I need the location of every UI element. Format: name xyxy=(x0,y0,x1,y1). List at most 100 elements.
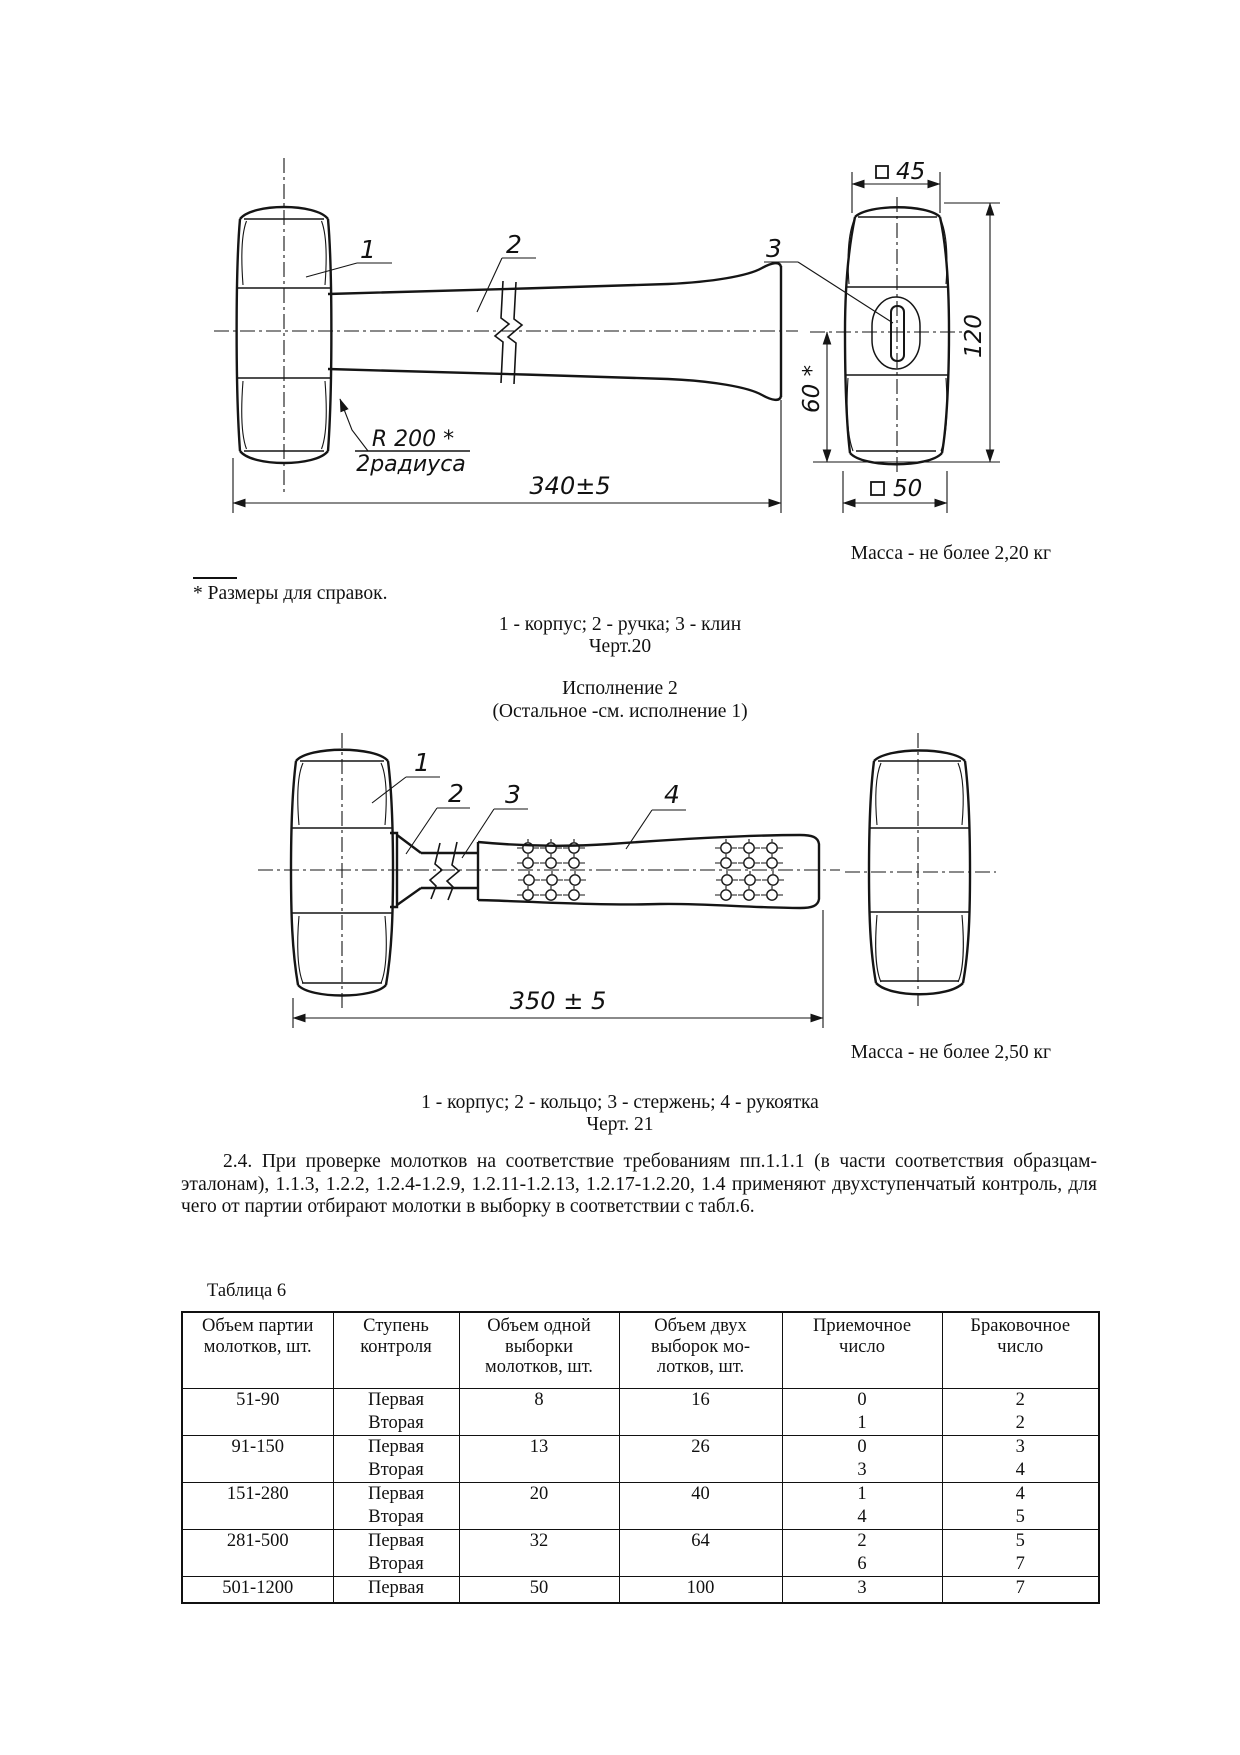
wedge-boss xyxy=(871,296,921,370)
radius-note-label: 2радиуса xyxy=(356,452,466,477)
cell-reject: 4 xyxy=(941,1459,1100,1483)
header-line: выборки xyxy=(505,1336,573,1357)
cell-sample-two: 100 xyxy=(618,1576,783,1603)
square-symbol xyxy=(875,165,889,179)
cell-stage: Первая xyxy=(332,1482,460,1506)
cell-batch: 501-1200 xyxy=(181,1576,334,1603)
callout-1: 1 xyxy=(414,748,430,777)
cell-reject: 4 xyxy=(941,1482,1100,1506)
figure20-label: Черт.20 xyxy=(588,636,652,657)
cell-stage: Вторая xyxy=(332,1412,460,1436)
dim-width-bottom: 50 xyxy=(893,476,922,502)
cell-stage: Первая xyxy=(332,1388,460,1412)
centerlines xyxy=(258,733,996,1008)
cell-accept: 1 xyxy=(781,1412,943,1436)
col-header-sample-two: Объем двух выборок мо- лотков, шт. xyxy=(618,1312,783,1389)
figure21-label: Черт. 21 xyxy=(586,1114,654,1135)
table-row: Вторая 1 2 xyxy=(182,1412,1100,1436)
callout-2: 2 xyxy=(506,230,522,259)
header-line: Браковочное xyxy=(970,1316,1071,1336)
dim-length: 340±5 xyxy=(529,472,610,500)
ring-rod-handle xyxy=(390,831,821,910)
cell-accept: 0 xyxy=(781,1388,943,1412)
hammer-head-end-view xyxy=(867,749,972,996)
cell-accept: 1 xyxy=(781,1482,943,1506)
callout-2: 2 xyxy=(448,779,464,808)
header-line: Объем партии xyxy=(202,1316,314,1336)
footnote-rule xyxy=(193,577,237,579)
hammer-head-end-view xyxy=(843,206,951,466)
header-line: число xyxy=(839,1336,885,1357)
header-line: молотков, шт. xyxy=(203,1336,312,1357)
cell-stage: Вторая xyxy=(332,1459,460,1483)
figure-20-drawing: 1 2 3 R 200 * 2радиуса 340±5 45 6 xyxy=(214,158,1000,513)
cell-batch: 51-90 xyxy=(181,1388,334,1436)
paragraph-2-4: 2.4. При проверке молотков на соответств… xyxy=(181,1151,1097,1218)
callout-3: 3 xyxy=(766,234,782,263)
col-header-sample-one: Объем одной выборки молотков, шт. xyxy=(458,1312,620,1389)
cell-reject: 2 xyxy=(941,1412,1100,1436)
cell-accept: 3 xyxy=(781,1576,943,1603)
cell-sample-one: 8 xyxy=(458,1388,620,1436)
cell-sample-one: 32 xyxy=(458,1529,620,1577)
figure20-mass-note: Масса - не более 2,20 кг xyxy=(850,543,1051,564)
cell-reject: 3 xyxy=(941,1435,1100,1459)
cell-sample-two: 40 xyxy=(618,1482,783,1530)
figure20-dimensions: 340±5 45 60 * 120 50 xyxy=(232,159,1000,513)
figure21-caption: 1 - корпус; 2 - кольцо; 3 - стержень; 4 … xyxy=(421,1092,819,1113)
dim-height: 120 xyxy=(961,314,987,358)
figure20-caption: 1 - корпус; 2 - ручка; 3 - клин xyxy=(498,614,742,635)
table6: Объем партии молотков, шт. Ступень контр… xyxy=(181,1311,1100,1604)
hammer-head-side-view xyxy=(235,205,333,465)
square-symbol xyxy=(870,481,885,496)
figure21-mass-note: Масса - не более 2,50 кг xyxy=(850,1042,1051,1063)
cell-batch: 281-500 xyxy=(181,1529,334,1577)
table-row: 281-500 Первая 32 64 2 5 xyxy=(181,1529,1100,1577)
callout-3: 3 xyxy=(505,780,521,809)
cell-reject: 7 xyxy=(941,1576,1100,1603)
cell-sample-two: 16 xyxy=(618,1388,783,1436)
figure20-footnote: * Размеры для справок. xyxy=(193,583,388,604)
variant-note-line2: (Остальное -см. исполнение 1) xyxy=(492,701,748,722)
figure21-dimensions: 350 ± 5 xyxy=(292,910,824,1028)
table-row: 51-90 Первая 8 16 0 2 xyxy=(181,1388,1100,1436)
cell-sample-one: 50 xyxy=(458,1576,620,1603)
cell-reject: 2 xyxy=(941,1388,1100,1412)
wedge-slot xyxy=(890,305,905,362)
header-line: Объем одной xyxy=(487,1316,591,1336)
header-line: молотков, шт. xyxy=(485,1357,593,1377)
table-row: Вторая 4 5 xyxy=(182,1506,1100,1530)
header-line: лотков, шт. xyxy=(656,1357,745,1377)
table-row: Вторая 6 7 xyxy=(182,1553,1100,1577)
figure-21-drawing: 1 2 3 4 350 ± 5 xyxy=(258,733,996,1028)
table-row: 501-1200 Первая 50 100 3 7 xyxy=(181,1576,1100,1603)
cell-accept: 4 xyxy=(781,1506,943,1530)
hammer-head-side-view xyxy=(289,748,395,997)
cell-stage: Первая xyxy=(332,1576,460,1603)
cell-sample-two: 26 xyxy=(618,1435,783,1483)
radius-note-value: R 200 * xyxy=(372,427,454,452)
cell-accept: 0 xyxy=(781,1435,943,1459)
cell-reject: 5 xyxy=(941,1529,1100,1553)
table-row: 151-280 Первая 20 40 1 4 xyxy=(181,1482,1100,1530)
variant-note-line1: Исполнение 2 xyxy=(562,678,678,699)
col-header-reject: Браковочное число xyxy=(941,1312,1100,1389)
cell-accept: 6 xyxy=(781,1553,943,1577)
cell-reject: 7 xyxy=(941,1553,1100,1577)
col-header-accept: Приемочное число xyxy=(781,1312,943,1389)
header-line: контроля xyxy=(360,1336,432,1357)
cell-batch: 151-280 xyxy=(181,1482,334,1530)
radius-note: R 200 * 2радиуса xyxy=(339,398,470,477)
cell-sample-two: 64 xyxy=(618,1529,783,1577)
handle-side-view xyxy=(327,261,783,402)
figure21-callouts: 1 2 3 4 xyxy=(371,748,686,859)
header-line: Ступень xyxy=(363,1316,429,1336)
callout-4: 4 xyxy=(664,780,680,809)
cell-accept: 3 xyxy=(781,1459,943,1483)
header-line: число xyxy=(997,1336,1044,1357)
dim-length: 350 ± 5 xyxy=(510,987,606,1015)
header-line: Объем двух xyxy=(654,1316,747,1336)
col-header-batch: Объем партии молотков, шт. xyxy=(181,1312,334,1389)
cell-batch: 91-150 xyxy=(181,1435,334,1483)
